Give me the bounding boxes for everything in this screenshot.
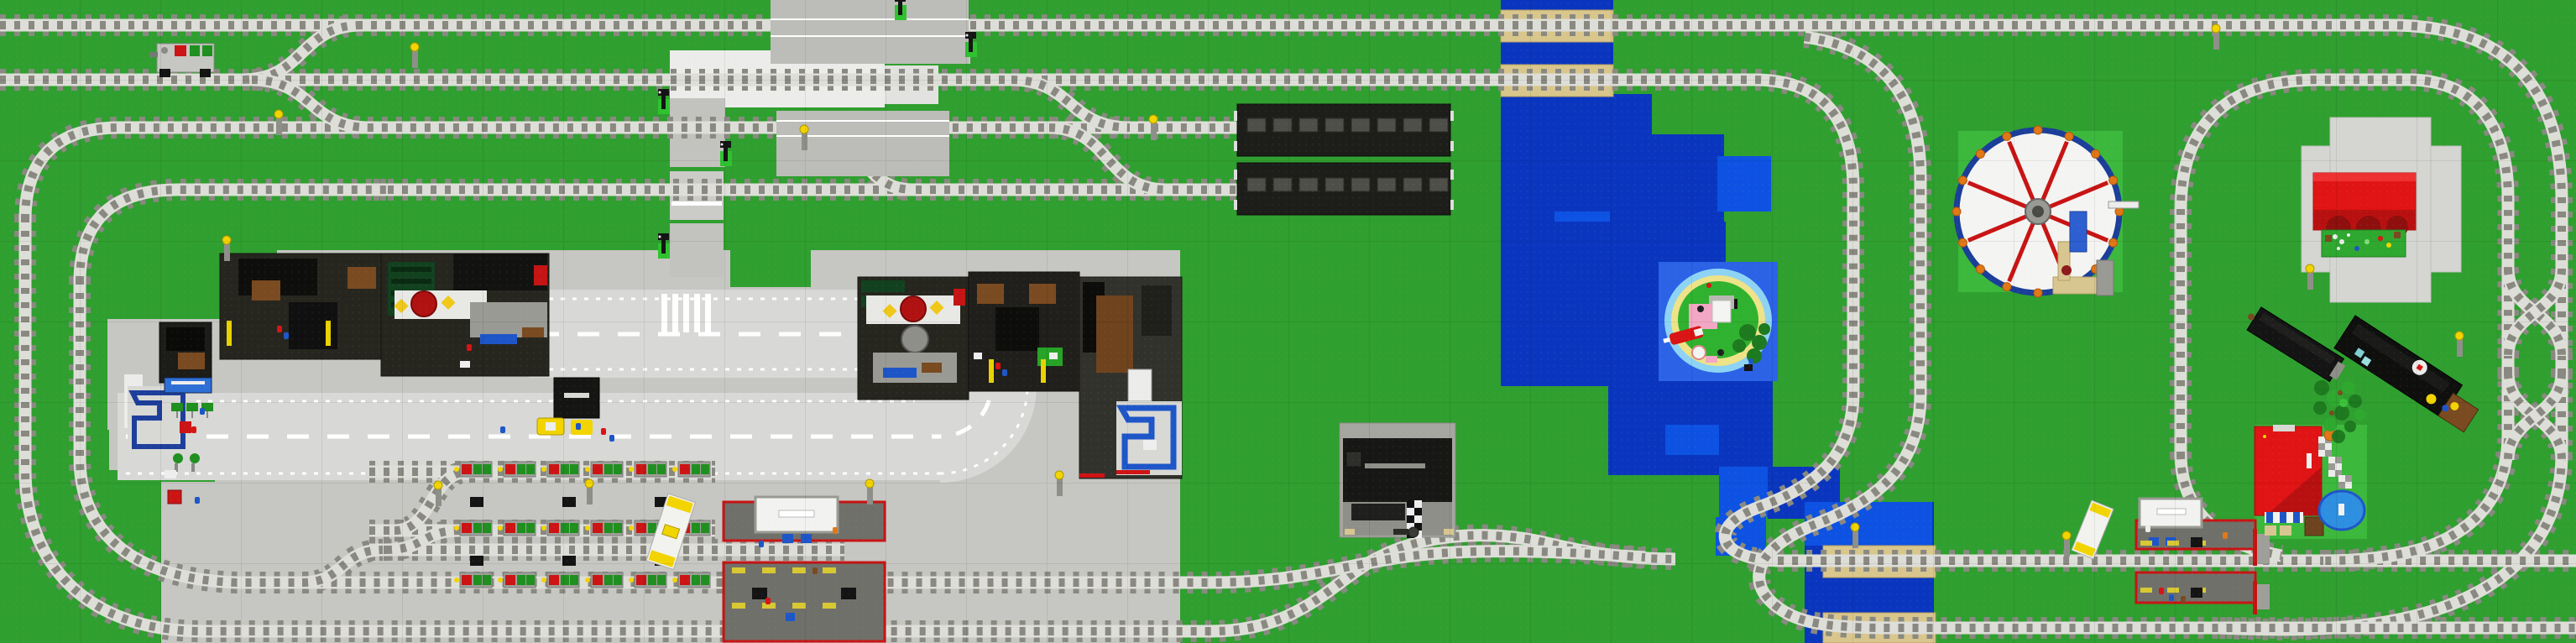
layer-garage <box>1339 422 1456 538</box>
layer-cargo-wagon-topleft <box>149 43 215 77</box>
